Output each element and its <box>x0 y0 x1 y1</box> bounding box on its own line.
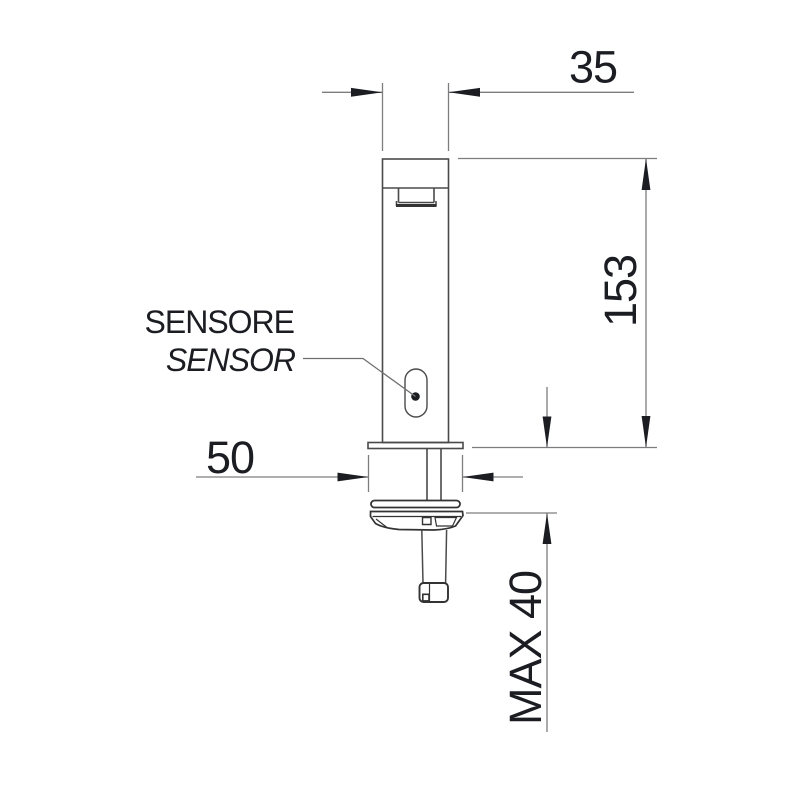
dim-spout-width <box>322 83 634 151</box>
dim-height <box>458 157 657 449</box>
nut-facet-right <box>434 516 458 527</box>
connector-detail <box>421 593 430 602</box>
sensor-leader-line <box>303 357 416 398</box>
dim-153-value: 153 <box>595 255 646 327</box>
dim-50-arrow-left <box>337 472 369 482</box>
dim-153-extension-lines <box>458 157 657 449</box>
dim-35-arrow-left <box>351 87 383 97</box>
dim-153-arrow-top <box>641 158 651 190</box>
dim-50-extension-lines <box>367 455 464 492</box>
base-flange <box>367 441 464 450</box>
dim-max40-arrow-down <box>542 416 552 448</box>
dim-50-arrow-right <box>462 472 494 482</box>
aerator-outlet <box>395 188 437 207</box>
threaded-shank <box>426 448 442 501</box>
sensor-label-english: SENSOR <box>166 342 296 378</box>
dim-base-width <box>196 455 523 492</box>
dim-50-value: 50 <box>206 432 254 483</box>
mounting-nut <box>369 510 464 531</box>
faucet-outline <box>367 158 464 603</box>
supply-hose <box>421 529 448 584</box>
dim-35-value: 35 <box>569 42 617 93</box>
dim-max-thickness <box>466 387 557 732</box>
dim-max40-value: MAX 40 <box>500 571 551 725</box>
dim-153-arrow-bottom <box>641 416 651 448</box>
nut-clip <box>421 516 432 526</box>
dim-max40-arrow-up <box>542 513 552 544</box>
dimension-lines <box>196 83 657 732</box>
nut-facet-left <box>375 518 388 528</box>
dim-35-extension-lines <box>381 83 450 151</box>
sensor-window <box>404 368 428 418</box>
sensor-label-italian: SENSORE <box>145 304 294 340</box>
hose-connector <box>418 582 449 603</box>
dim-35-arrow-right <box>448 87 480 97</box>
lock-washer <box>370 499 461 509</box>
